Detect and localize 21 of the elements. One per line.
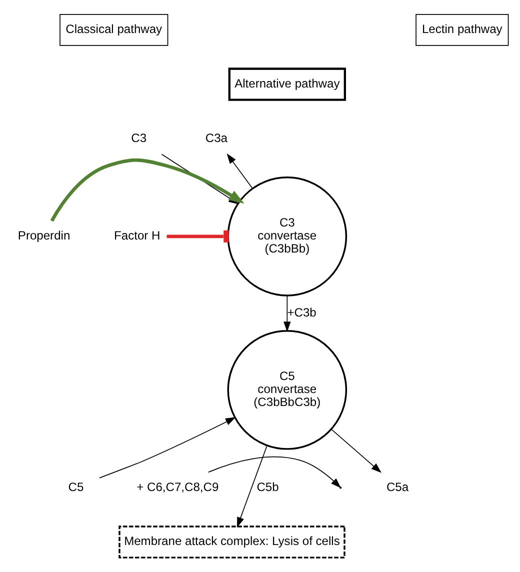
connector: [166, 230, 229, 242]
arrow: [330, 428, 382, 473]
arrow: [99, 417, 236, 478]
node-text: C3a: [205, 130, 228, 145]
arrow: [236, 445, 268, 528]
arrow: [284, 295, 291, 332]
arrow: [226, 153, 253, 189]
node-box: Lectin pathway: [416, 14, 509, 46]
node-box: Classical pathway: [60, 14, 168, 46]
node-text: + C6,C7,C8,C9: [136, 480, 219, 494]
node-text: Factor H: [114, 228, 160, 243]
node-box: Alternative pathway: [228, 68, 346, 101]
node-box: Membrane attack complex: Lysis of cells: [118, 526, 346, 558]
edge-label: C5b: [256, 480, 279, 494]
arrow: [50, 158, 244, 222]
node-text: Properdin: [18, 228, 70, 243]
node-text: C5: [68, 480, 84, 494]
node-text: C3: [131, 130, 147, 145]
node-text: C5a: [386, 480, 409, 494]
node-circle: C5 convertase (C3bBbC3b): [227, 330, 348, 450]
edge-label: +C3b: [287, 305, 316, 320]
